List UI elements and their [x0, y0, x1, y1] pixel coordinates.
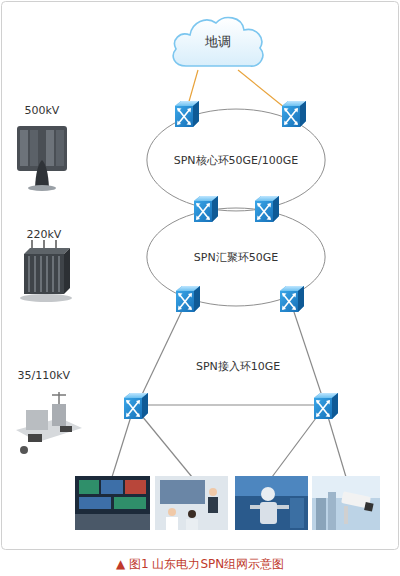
ring-label: SPN接入环10GE [196, 359, 280, 374]
figure-caption: ▲ 图1 山东电力SPN组网示意图 [116, 556, 284, 573]
node-text-group: 地调 [205, 33, 231, 51]
node-text: 地调 [205, 33, 231, 51]
node-text-group: SPN核心环50GE/100GE [174, 153, 299, 168]
voltage-label: 500kV [25, 104, 60, 117]
ring-node: SPN汇聚环50GE [146, 207, 326, 307]
voltage-label: 220kV [27, 228, 62, 241]
node-text-group: SPN汇聚环50GE [194, 250, 278, 265]
cloud-node: 地调 [168, 12, 268, 72]
ring-node: SPN核心环50GE/100GE [146, 108, 326, 212]
voltage-label: 35/110kV [18, 369, 71, 382]
node-text: SPN汇聚环50GE [194, 250, 278, 265]
node-text: SPN核心环50GE/100GE [174, 153, 299, 168]
